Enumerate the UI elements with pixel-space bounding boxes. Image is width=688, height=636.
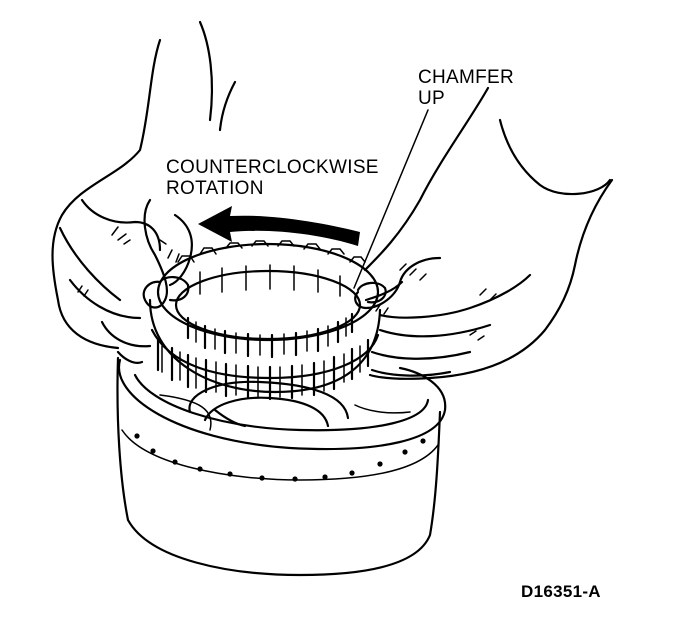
left-hand <box>51 20 237 350</box>
figure-id: D16351-A <box>521 582 601 601</box>
rotation-label-line-1: COUNTERCLOCKWISE <box>166 157 379 178</box>
clutch-drum-housing <box>116 350 447 577</box>
chamfer-leader-line <box>353 109 429 289</box>
rotation-label: COUNTERCLOCKWISE ROTATION <box>166 157 379 199</box>
counterclockwise-arrow <box>198 206 360 246</box>
rotation-label-line-2: ROTATION <box>166 178 264 199</box>
chamfer-label: CHAMFER UP <box>418 67 514 109</box>
chamfer-label-line-1: CHAMFER <box>418 67 515 88</box>
right-hand <box>354 86 614 380</box>
chamfer-label-line-2: UP <box>418 88 445 109</box>
housing-bolt-holes <box>134 433 426 482</box>
splined-clutch-ring <box>148 240 382 401</box>
